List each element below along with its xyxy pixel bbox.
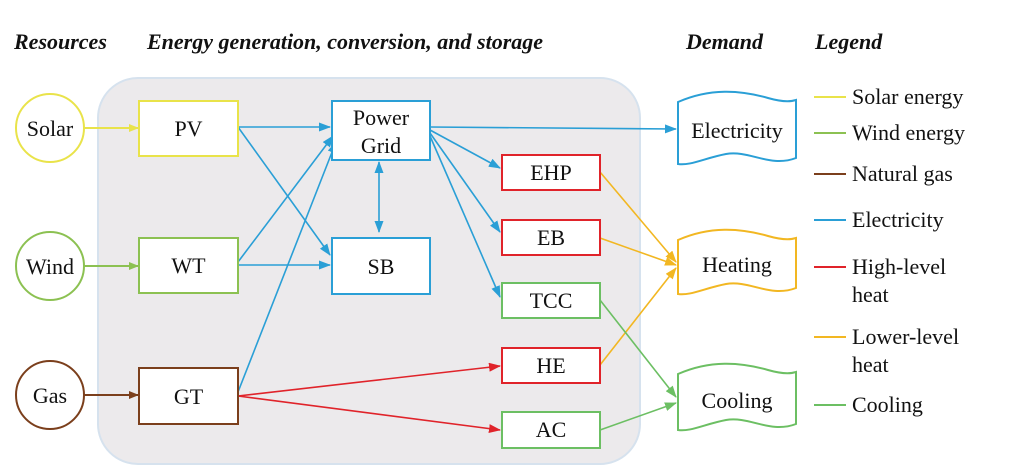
electricity-demand-label: Electricity bbox=[691, 118, 783, 143]
wt-to-grid-flow bbox=[237, 135, 334, 263]
gt-to-ac-flow bbox=[237, 395, 501, 434]
ac-to-cooling-flow bbox=[599, 402, 677, 431]
pv-unit-label: PV bbox=[174, 116, 202, 141]
wt-unit-label: WT bbox=[171, 253, 206, 278]
cooling-demand-label: Cooling bbox=[702, 388, 773, 413]
legend-high-heat-label-line2: heat bbox=[852, 282, 889, 307]
header-resources: Resources bbox=[13, 29, 107, 54]
he-unit-label: HE bbox=[536, 353, 565, 378]
header-conversion: Energy generation, conversion, and stora… bbox=[146, 29, 543, 54]
eb-unit-label: EB bbox=[537, 225, 565, 250]
grid-to-electricity-flow bbox=[429, 124, 677, 134]
grid-to-eb-flow bbox=[429, 132, 501, 233]
pv-to-sb-flow bbox=[237, 126, 331, 256]
gas-resource-label: Gas bbox=[33, 383, 67, 408]
legend-electricity-label: Electricity bbox=[852, 207, 944, 232]
legend-low-heat-label-line2: heat bbox=[852, 352, 889, 377]
power-grid-box bbox=[331, 100, 431, 161]
sb-unit-box bbox=[331, 237, 431, 295]
ehp-unit-box bbox=[501, 154, 601, 191]
pv-unit-box bbox=[138, 100, 239, 157]
grid-to-ehp-flow bbox=[429, 129, 501, 169]
he-unit-box bbox=[501, 347, 601, 384]
ehp-to-heating-flow bbox=[599, 171, 677, 263]
eb-to-heating-flow bbox=[599, 237, 677, 266]
gt-to-grid-flow bbox=[237, 141, 337, 393]
power-grid-label-line1: Power bbox=[353, 105, 410, 130]
ac-unit-label: AC bbox=[536, 417, 567, 442]
electricity-demand-shape bbox=[677, 90, 797, 166]
eb-unit-box bbox=[501, 219, 601, 256]
legend-solar-label: Solar energy bbox=[852, 84, 963, 109]
tcc-unit-box bbox=[501, 282, 601, 319]
heating-demand-shape bbox=[677, 228, 797, 296]
tcc-unit-label: TCC bbox=[530, 288, 573, 313]
sb-unit-label: SB bbox=[368, 254, 395, 279]
power-grid-label-line2: Grid bbox=[361, 133, 401, 158]
gt-unit-label: GT bbox=[174, 384, 204, 409]
header-legend: Legend bbox=[814, 29, 883, 54]
header-demand: Demand bbox=[685, 29, 764, 54]
legend-gas-label: Natural gas bbox=[852, 161, 953, 186]
legend-low-heat-label-line1: Lower-level bbox=[852, 324, 959, 349]
grid-to-tcc-flow bbox=[429, 135, 501, 298]
ehp-unit-label: EHP bbox=[530, 160, 572, 185]
cooling-demand-shape bbox=[677, 362, 797, 432]
wt-unit-box bbox=[138, 237, 239, 294]
ac-unit-box bbox=[501, 411, 601, 449]
wind-resource-label: Wind bbox=[26, 254, 74, 279]
solar-resource-label: Solar bbox=[27, 116, 74, 141]
he-to-heating-flow bbox=[599, 267, 677, 366]
gt-to-he-flow bbox=[237, 362, 501, 397]
tcc-to-cooling-flow bbox=[599, 299, 677, 398]
legend-high-heat-label-line1: High-level bbox=[852, 254, 946, 279]
legend-wind-label: Wind energy bbox=[852, 120, 965, 145]
heating-demand-label: Heating bbox=[702, 252, 772, 277]
gt-unit-box bbox=[138, 367, 239, 425]
legend-cooling-label: Cooling bbox=[852, 392, 923, 417]
